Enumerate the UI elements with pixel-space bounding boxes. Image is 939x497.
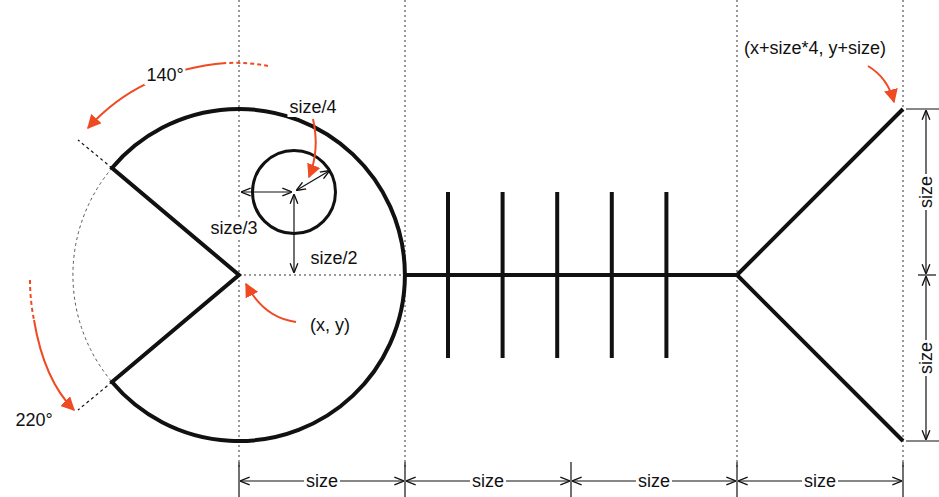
fish-ribs [448, 192, 666, 358]
guide-lines [239, 0, 903, 470]
fish-rib [610, 192, 614, 358]
dimension-label: size/2 [308, 248, 359, 268]
coordinate-label: (x+size*4, y+size) [742, 38, 888, 58]
fish-rib [501, 192, 505, 358]
fish-rib [664, 192, 668, 358]
dimension-label: size/4 [287, 97, 338, 117]
mouth-arc [73, 168, 112, 382]
right-dimensions [906, 109, 939, 441]
angle-label: 140° [144, 65, 185, 85]
angle-label: 220° [13, 410, 54, 430]
dimension-label: size/3 [208, 218, 259, 238]
dimension-label: size [916, 340, 936, 376]
callout-arrows [30, 63, 894, 410]
dimension-label: size [304, 471, 340, 491]
bottom-dimensions [239, 462, 903, 497]
dimension-label: size [636, 471, 672, 491]
dimension-label: size [916, 174, 936, 210]
dimension-label: size [470, 471, 506, 491]
coordinate-label: (x, y) [308, 315, 352, 335]
angle-guides [78, 140, 112, 410]
fish-rib [446, 192, 450, 358]
dimension-label: size [802, 471, 838, 491]
fish-rib [555, 192, 559, 358]
fish-outline [112, 109, 903, 441]
